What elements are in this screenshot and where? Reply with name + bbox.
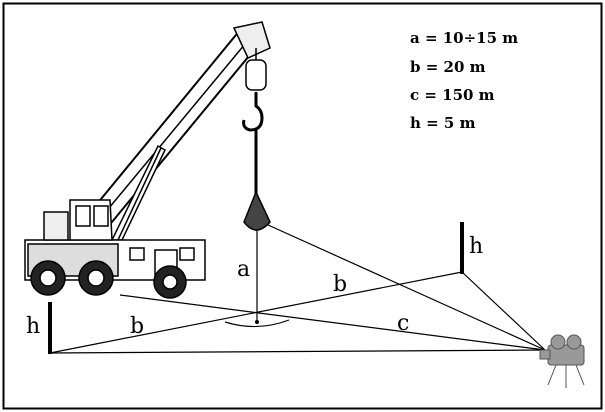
right-pole bbox=[460, 222, 464, 274]
label-h-right: h bbox=[469, 234, 483, 259]
measurement-lines bbox=[49, 219, 546, 354]
legend-h: h = 5 m bbox=[410, 114, 476, 132]
label-a: a bbox=[237, 257, 250, 282]
hook-block bbox=[245, 59, 267, 91]
center-point bbox=[255, 320, 259, 324]
label-c: c bbox=[397, 311, 409, 336]
legend-a: a = 10÷15 m bbox=[410, 29, 518, 47]
crane-icon bbox=[24, 21, 271, 299]
boom-tip bbox=[232, 21, 271, 59]
legend: a = 10÷15 m b = 20 m c = 150 m h = 5 m bbox=[410, 29, 518, 132]
film-camera-icon bbox=[539, 334, 585, 388]
angle-arc bbox=[224, 319, 290, 328]
label-b-left: b bbox=[130, 314, 144, 339]
crane-to-camera-line bbox=[119, 294, 546, 351]
hook-icon bbox=[242, 48, 267, 194]
legend-c: c = 150 m bbox=[410, 86, 495, 104]
label-h-left: h bbox=[26, 314, 40, 339]
left-pole bbox=[48, 302, 52, 354]
label-b-right: b bbox=[333, 272, 347, 297]
legend-b: b = 20 m bbox=[410, 58, 486, 76]
baseline-line bbox=[49, 349, 546, 354]
pole-to-camera-line bbox=[461, 271, 546, 351]
load-weight-icon bbox=[243, 190, 271, 231]
load-to-camera-line bbox=[256, 219, 546, 351]
